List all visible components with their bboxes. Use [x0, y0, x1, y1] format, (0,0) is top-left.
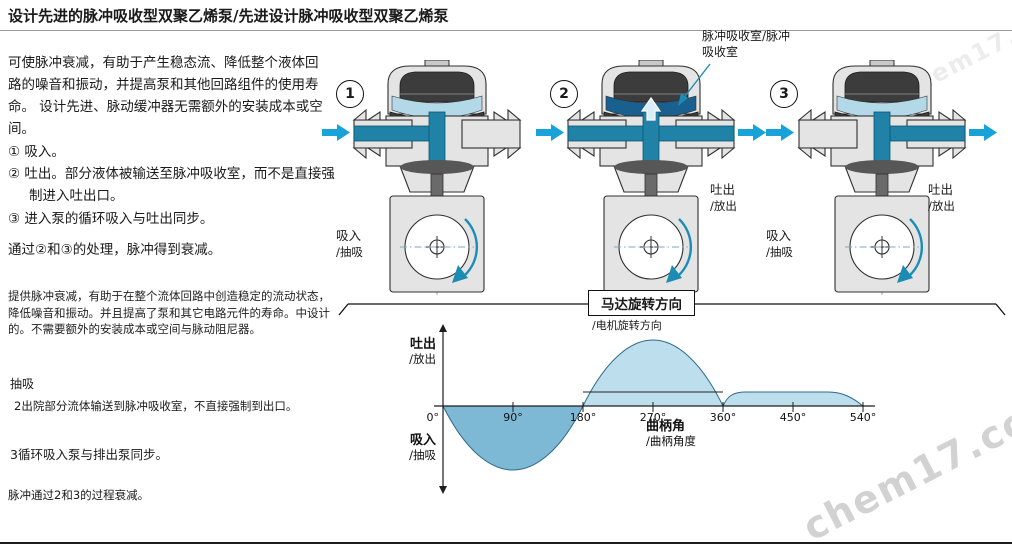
hose-barb — [797, 108, 812, 121]
chamber-up-arrow-icon — [640, 96, 662, 121]
pump-cross-section — [566, 59, 736, 295]
pump3-suction-label: 吸入 /抽吸 — [766, 228, 793, 259]
conclusion-line: 通过②和③的处理，脉冲得到衰减。 — [8, 242, 222, 258]
pump-2 — [566, 59, 736, 295]
tick-450: 450° — [780, 411, 807, 424]
footer-divider — [0, 542, 1012, 544]
header-divider — [0, 30, 1012, 31]
left-arm — [798, 119, 858, 149]
y-axis-arrow-up-icon — [439, 324, 447, 332]
pump-1 — [352, 59, 522, 295]
tick-90: 90° — [503, 411, 523, 424]
suction-axis-label: 吸入 — [410, 433, 436, 448]
note-suction: 抽吸 — [10, 377, 35, 391]
pump2-discharge-label: 吐出 /放出 — [710, 182, 737, 213]
discharge-axis-sublabel: /放出 — [409, 352, 436, 366]
piston-rod — [875, 173, 889, 197]
hose-barb — [352, 147, 367, 160]
flow-arrow-in-pump3 — [766, 124, 794, 141]
discharge-halfwave — [582, 339, 724, 407]
suction-halfwave — [442, 405, 584, 471]
hose-barb — [721, 108, 736, 121]
crank-angle-sublabel: /曲柄角度 — [646, 434, 696, 448]
pump-3-number-badge: 3 — [770, 80, 798, 108]
step-3: ③ 进入泵的循环吸入与吐出同步。 — [8, 211, 214, 227]
flow-arrow-out-pump3 — [969, 124, 997, 141]
flow-arrow-in-pump1 — [322, 124, 350, 141]
note-4: 脉冲通过2和3的过程衰减。 — [8, 488, 150, 502]
rotation-arrow-icon — [678, 218, 692, 276]
note-3: 3循环吸入泵与排出泵同步。 — [10, 447, 168, 462]
tick-180: 180° — [570, 411, 597, 424]
crank-angle-label: 曲柄角 — [646, 418, 685, 434]
hose-barb — [493, 147, 508, 158]
hose-barb — [566, 108, 581, 121]
intro-paragraph: 可使脉冲衰减，有助于产生稳态流、降低整个液体回路的噪音和振动，并提高泵和其他回路… — [8, 55, 323, 137]
right-arm — [461, 119, 521, 149]
tick-540: 540° — [850, 411, 877, 424]
rotation-arrowhead-icon — [666, 265, 682, 283]
hose-barb — [507, 108, 522, 121]
piston-rod — [430, 173, 444, 197]
tick-360: 360° — [710, 411, 737, 424]
pump-cross-section — [352, 59, 522, 295]
pump-cross-section — [797, 59, 967, 295]
lower-diaphragm — [614, 160, 688, 174]
hose-barb — [507, 147, 522, 160]
tick-270: 270° — [640, 411, 667, 424]
step-1: ① 吸入。 — [8, 144, 65, 160]
motor-direction-label: 马达旋转方向 — [588, 290, 695, 316]
hose-barb — [797, 147, 812, 160]
pump3-discharge-label: 吐出 /放出 — [928, 182, 955, 213]
hose-barb — [707, 147, 722, 158]
hose-barb — [811, 147, 826, 158]
crank-angle-chart: 0° 90° 180° 270° 360° 450° 540° 吐出 /放出 吸… — [409, 324, 877, 494]
y-axis-arrow-down-icon — [439, 486, 447, 494]
rotation-arrow-icon — [909, 218, 923, 276]
motor-direction-sublabel: /电机旋转方向 — [592, 319, 662, 332]
hose-barb — [811, 110, 826, 121]
pump-3 — [797, 59, 967, 295]
hose-barb — [352, 108, 367, 121]
piston-rod — [644, 173, 658, 197]
hose-barb — [938, 110, 953, 121]
absorber-release-area — [722, 391, 865, 407]
pump1-suction-label: 吸入 /抽吸 — [336, 228, 363, 259]
lower-diaphragm — [845, 160, 919, 174]
page-title: 设计先进的脉冲吸收型双聚乙烯泵/先进设计脉冲吸收型双聚乙烯泵 — [8, 7, 449, 25]
rotation-arrowhead-icon — [452, 265, 468, 283]
secondary-paragraph: 提供脉冲衰减，有助于在整个流体回路中创造稳定的流动状态，降低噪音和振动。并且提高… — [8, 289, 330, 336]
note-2: 2出院部分流体输送到脉冲吸收室，不直接强制到出口。 — [14, 399, 298, 413]
hose-barb — [366, 147, 381, 158]
pump-1-number-badge: 1 — [336, 80, 364, 108]
hose-barb — [580, 147, 595, 158]
hose-barb — [721, 147, 736, 160]
lower-diaphragm — [400, 160, 474, 174]
hose-barb — [952, 108, 967, 121]
hose-barb — [566, 147, 581, 160]
hose-barb — [580, 110, 595, 121]
pump-2-number-badge: 2 — [550, 80, 578, 108]
pump-inner-cap — [844, 71, 920, 103]
hose-barb — [952, 147, 967, 160]
hose-barb — [493, 110, 508, 121]
step-2: ② 吐出。部分液体被输送至脉冲吸收室，而不是直接强制进入吐出口。 — [8, 166, 335, 204]
chamber-callout-label: 脉冲吸收室/脉冲 吸收室 — [702, 29, 791, 59]
chamber-callout-arrow — [678, 63, 711, 106]
hose-barb — [938, 147, 953, 158]
rotation-arrowhead-icon — [897, 265, 913, 283]
hose-barb — [366, 110, 381, 121]
rotation-arrow-icon — [464, 218, 478, 276]
flow-arrow-in-pump2 — [536, 124, 564, 141]
hose-barb — [707, 110, 722, 121]
suction-axis-sublabel: /抽吸 — [409, 448, 436, 462]
pump-inner-cap — [399, 71, 475, 103]
flow-arrow-out-pump2 — [738, 124, 766, 141]
discharge-axis-label: 吐出 — [410, 336, 436, 352]
tick-0: 0° — [427, 411, 440, 424]
